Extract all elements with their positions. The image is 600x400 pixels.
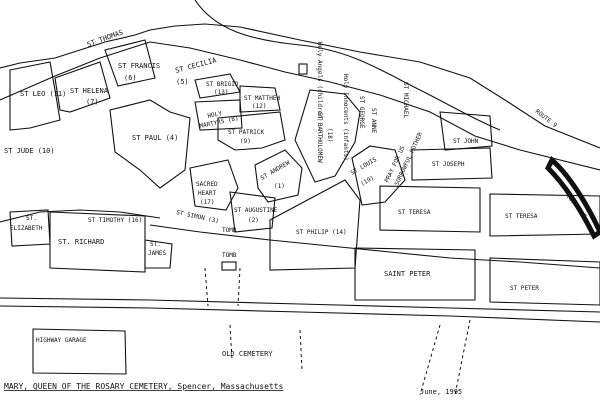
- section-outlines: [9, 39, 600, 375]
- label-saint-peter: SAINT PETER: [384, 270, 431, 278]
- label-st-matthew: ST MATTHEW: [244, 95, 281, 102]
- label-st-peter: ST PETER: [510, 285, 539, 292]
- label-st-leo: ST LEO (11): [20, 90, 66, 98]
- label-st-joseph: ST JOSEPH: [432, 161, 465, 168]
- label-highway-garage: HIGHWAY GARAGE: [36, 337, 87, 344]
- label-tomb-upper: TOMB: [222, 227, 237, 234]
- label-st-simon: ST SIMON (3): [176, 209, 220, 225]
- map-date: June, 1995: [420, 388, 462, 396]
- section-labels: ST THOMAS ST LEO (11) ST HELENA (7) ST F…: [4, 28, 589, 358]
- label-st-philip: ST PHILIP (14): [296, 229, 347, 236]
- label-holy-angels: Holy Angels (children): [316, 42, 323, 121]
- label-st-augustine-number: (2): [248, 217, 259, 224]
- label-st-matthew-number: (12): [252, 103, 266, 110]
- label-st-andrew: ST ANDREW: [260, 159, 292, 182]
- label-st-richard: ST. RICHARD: [58, 238, 104, 246]
- label-st-cecilia-number: (5): [176, 78, 189, 86]
- label-st-francis-number: (6): [124, 74, 137, 82]
- easement-shape: [544, 155, 600, 240]
- label-st-helena-number: (7): [86, 98, 99, 106]
- label-st-helena: ST HELENA: [70, 87, 109, 95]
- label-sacred-heart-line1: SACRED: [196, 181, 218, 188]
- label-st-augustine: ST AUGUSTINE: [234, 207, 278, 214]
- label-st-patrick-number: (9): [240, 138, 251, 145]
- label-st-george: ST GEORGE: [358, 96, 365, 129]
- label-st-john: ST JOHN: [453, 138, 479, 145]
- label-st-cecilia: ST CECILIA: [174, 56, 218, 75]
- label-sacred-heart-number: (17): [200, 199, 214, 206]
- label-sacred-heart-line2: HEART: [198, 190, 216, 197]
- label-st-paul: ST PAUL (4): [132, 134, 178, 142]
- label-st-teresa-left: ST TERESA: [398, 209, 431, 216]
- label-st-james-line1: ST.: [150, 241, 161, 248]
- label-tomb-lower: TOMB: [222, 252, 237, 259]
- label-st-brigid: ST BRIGID: [206, 81, 239, 88]
- label-st-james-line2: JAMES: [148, 250, 166, 257]
- label-st-bartholomew: ST BARTHOLOMEW: [316, 112, 323, 163]
- label-st-michael: ST MICHAEL: [402, 82, 409, 119]
- label-holy-innocents: Holy Innocents (infants): [342, 74, 349, 161]
- label-st-elizabeth-line1: ST.: [26, 215, 37, 222]
- label-st-andrew-number: (1): [274, 183, 285, 190]
- label-st-patrick: ST PATRICK: [228, 129, 265, 136]
- label-holy-martyrs-line1: HOLY: [207, 110, 223, 120]
- label-st-timothy: ST TIMOTHY (16): [88, 217, 142, 224]
- label-st-louis-number: (19): [360, 174, 376, 187]
- label-old-cemetery: OLD CEMETERY: [222, 350, 273, 358]
- label-st-anne: ST ANNE: [370, 108, 377, 134]
- map-title: MARY, QUEEN OF THE ROSARY CEMETERY, Spen…: [4, 382, 284, 391]
- label-st-bartholomew-number: (18): [326, 128, 333, 142]
- label-st-francis: ST FRANCIS: [118, 62, 160, 70]
- label-st-elizabeth-line2: ELIZABETH: [10, 225, 43, 232]
- label-st-teresa-right: ST TERESA: [505, 213, 538, 220]
- label-st-jude: ST JUDE (10): [4, 147, 55, 155]
- label-st-brigid-number: (13): [214, 89, 228, 96]
